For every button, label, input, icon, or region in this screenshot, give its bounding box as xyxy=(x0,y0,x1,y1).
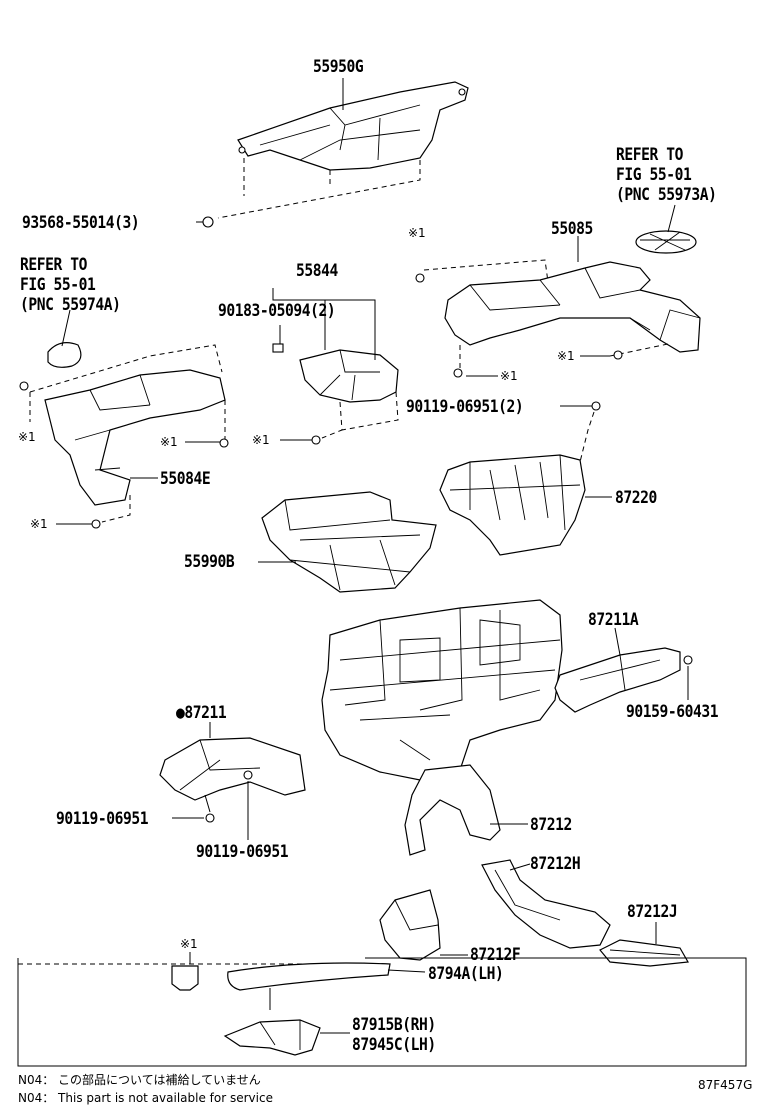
label-8794A: 8794A(LH) xyxy=(428,964,504,984)
label-refer-55973A-line1: REFER TO xyxy=(616,145,683,165)
part-hvac-unit-drawing xyxy=(321,599,563,781)
label-87220: 87220 xyxy=(615,488,657,508)
figure-code: 87F457G xyxy=(698,1078,753,1092)
note-mark-x1: ※1 xyxy=(252,433,270,447)
part-55085-drawing xyxy=(444,261,701,353)
note-mark-x1: ※1 xyxy=(500,369,518,383)
label-55085: 55085 xyxy=(551,219,593,239)
label-90159-60431: 90159-60431 xyxy=(626,702,719,722)
label-refer-55974A-line2: FIG 55-01 xyxy=(20,275,96,295)
fastener-93568-icon xyxy=(202,216,214,228)
label-55844: 55844 xyxy=(296,261,338,281)
part-87915B-drawing xyxy=(223,1019,321,1056)
label-55084E: 55084E xyxy=(160,469,211,489)
note-mark-x1: ※1 xyxy=(557,349,575,363)
part-87211-drawing xyxy=(159,737,306,801)
label-87211: ●87211 xyxy=(176,703,227,723)
part-8794A-drawing xyxy=(227,962,391,991)
part-87212-drawing xyxy=(404,764,501,856)
part-55950G-drawing xyxy=(237,81,469,171)
lower-section-box xyxy=(17,952,747,1067)
part-55084E-drawing xyxy=(44,369,226,506)
label-55990B: 55990B xyxy=(184,552,235,572)
note-mark-x1: ※1 xyxy=(160,435,178,449)
label-refer-55973A-line3: (PNC 55973A) xyxy=(616,185,717,205)
part-55844-drawing xyxy=(299,349,399,403)
label-93568-55014: 93568-55014(3) xyxy=(22,213,140,233)
label-refer-55974A-line1: REFER TO xyxy=(20,255,87,275)
note-mark-x1: ※1 xyxy=(18,430,36,444)
label-87915B: 87915B(RH) xyxy=(352,1015,436,1035)
part-55990B-drawing xyxy=(261,491,437,593)
label-87945C: 87945C(LH) xyxy=(352,1035,436,1055)
label-refer-55973A-line2: FIG 55-01 xyxy=(616,165,692,185)
label-90119-06951-b: 90119-06951 xyxy=(196,842,289,862)
label-87212: 87212 xyxy=(530,815,572,835)
part-87212J-drawing xyxy=(599,939,689,967)
part-87220-drawing xyxy=(439,454,586,556)
label-87212J: 87212J xyxy=(627,902,678,922)
grommet-55974A-drawing xyxy=(47,342,82,368)
label-87211A: 87211A xyxy=(588,610,639,630)
label-87212H: 87212H xyxy=(530,854,581,874)
label-55950G: 55950G xyxy=(313,57,364,77)
note-mark-x1: ※1 xyxy=(30,517,48,531)
label-87212F: 87212F xyxy=(470,945,521,965)
label-90119-06951-2: 90119-06951(2) xyxy=(406,397,524,417)
footnote-n04-english: N04： This part is not available for serv… xyxy=(18,1091,273,1105)
part-87212H-drawing xyxy=(481,859,611,949)
footnote-n04-japanese: N04： この部品については補給していません xyxy=(18,1073,261,1087)
part-87211A-drawing xyxy=(554,647,681,713)
part-87212F-drawing xyxy=(379,889,441,961)
note-mark-x1: ※1 xyxy=(180,937,198,951)
label-90119-06951-a: 90119-06951 xyxy=(56,809,149,829)
note-mark-x1: ※1 xyxy=(408,226,426,240)
label-refer-55974A-line3: (PNC 55974A) xyxy=(20,295,121,315)
label-90183-05094: 90183-05094(2) xyxy=(218,301,336,321)
